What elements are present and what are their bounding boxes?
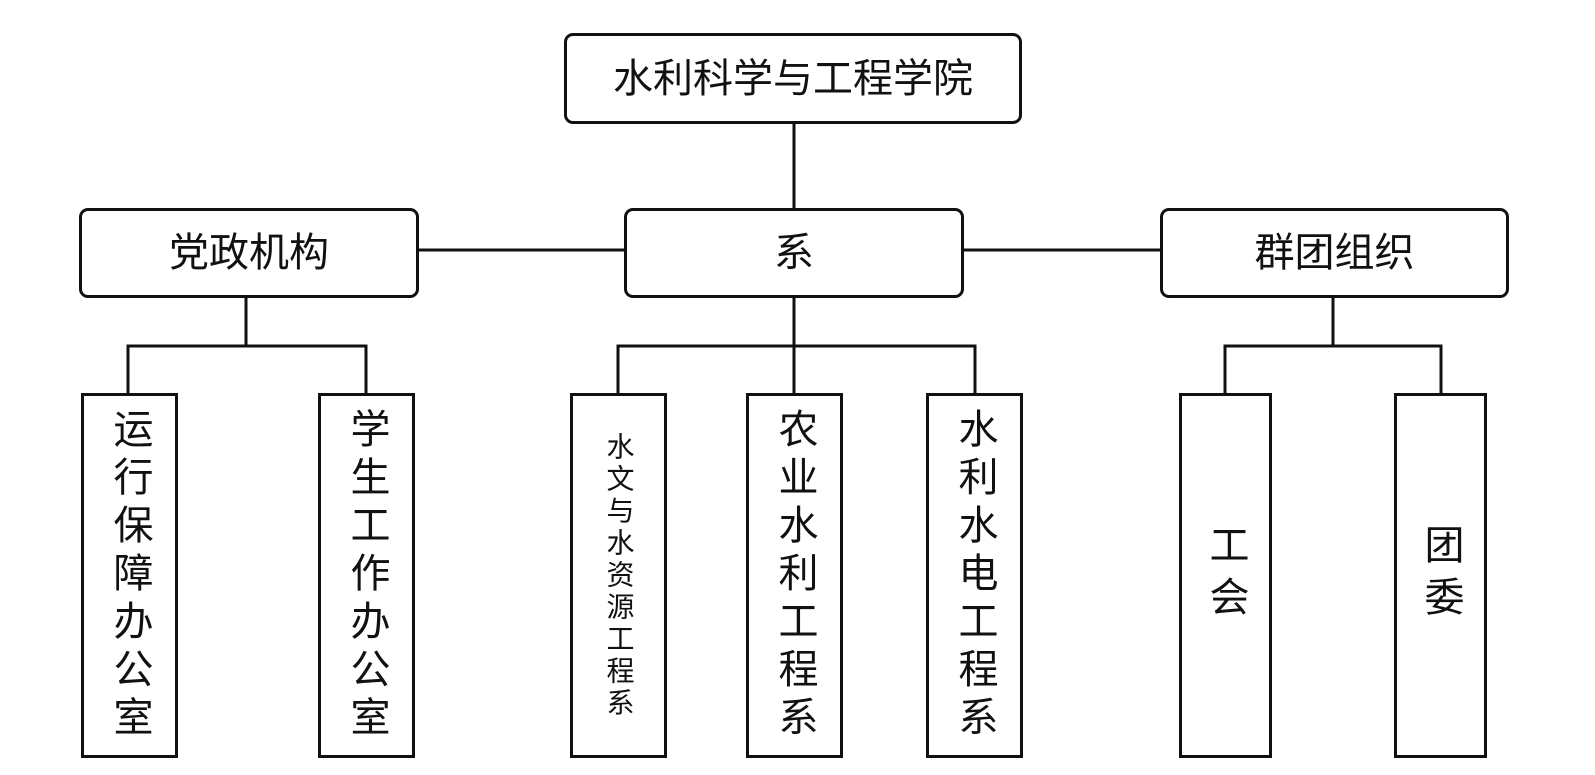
branch-right-label: 群团组织 bbox=[1254, 230, 1415, 276]
leaf-left-1-label: 运行保障办公室 bbox=[106, 407, 153, 744]
leaf-left-2-label: 学生工作办公室 bbox=[343, 407, 390, 744]
leaf-center-3: 水利水电工程系 bbox=[926, 393, 1023, 758]
leaf-center-3-label: 水利水电工程系 bbox=[951, 407, 998, 744]
leaf-right-2-label: 团委 bbox=[1417, 523, 1464, 628]
leaf-right-1: 工会 bbox=[1179, 393, 1272, 758]
leaf-left-1: 运行保障办公室 bbox=[81, 393, 178, 758]
branch-right-node: 群团组织 bbox=[1160, 208, 1509, 298]
branch-left-label: 党政机构 bbox=[169, 230, 329, 276]
leaf-center-2: 农业水利工程系 bbox=[746, 393, 843, 758]
leaf-right-2: 团委 bbox=[1394, 393, 1487, 758]
branch-left-node: 党政机构 bbox=[79, 208, 419, 298]
root-node: 水利科学与工程学院 bbox=[564, 33, 1022, 124]
root-node-label: 水利科学与工程学院 bbox=[613, 55, 973, 102]
leaf-center-1-label: 水文与水资源工程系 bbox=[602, 431, 636, 720]
branch-center-node: 系 bbox=[624, 208, 964, 298]
leaf-center-1: 水文与水资源工程系 bbox=[570, 393, 667, 758]
branch-center-label: 系 bbox=[774, 230, 814, 276]
leaf-right-1-label: 工会 bbox=[1202, 523, 1249, 628]
leaf-center-2-label: 农业水利工程系 bbox=[771, 407, 818, 744]
leaf-left-2: 学生工作办公室 bbox=[318, 393, 415, 758]
